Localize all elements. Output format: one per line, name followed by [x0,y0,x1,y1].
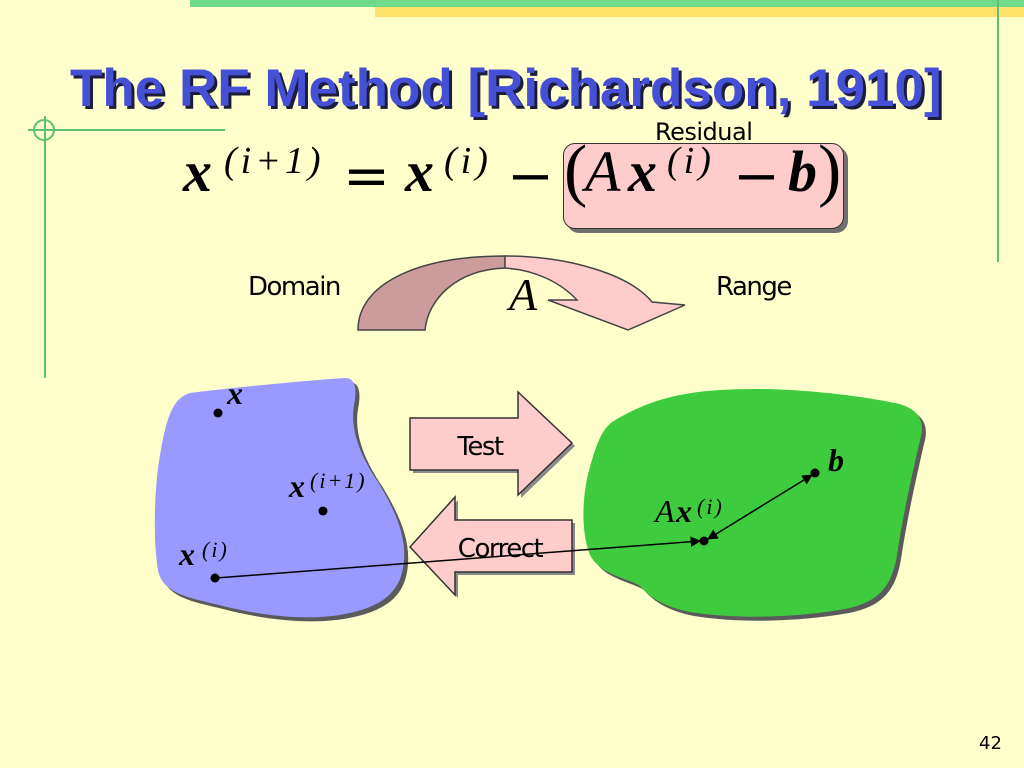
label-x-next-var: x [289,468,305,504]
connector-xi-to-axi [215,536,702,579]
domain-label: Domain [248,272,341,302]
curved-arrow-head [504,255,686,331]
point-x [213,408,223,418]
page-number: 42 [979,733,1002,754]
label-x-next-sup: (i+1) [310,468,367,493]
test-arrow [409,390,574,497]
slide-title: The RF Method [Richardson, 1910] [70,59,942,118]
domain-region [154,378,405,618]
label-x-i-sup: (i) [202,537,229,562]
eq-rhs-var: x [405,139,434,204]
eq-residual-matrix: A [585,139,621,204]
operator-label: A [509,269,538,320]
residual-highlight-box [563,143,844,229]
point-ax-i [699,536,709,546]
range-region [583,388,922,617]
mapping-curved-arrow [357,255,686,331]
range-label: Range [716,272,792,302]
point-x-next [318,506,328,516]
left-crosshair-circle [33,119,55,141]
label-ax-i-var: x [676,493,692,529]
connector-axi-to-b [707,474,813,540]
eq-residual-sup: (i) [667,140,715,182]
label-ax-i-matrix: A [655,493,675,529]
eq-residual-open-paren: ( [564,132,588,209]
eq-residual-minus: − [733,144,780,209]
point-x-i [210,573,220,583]
eq-residual-var: x [628,139,657,204]
label-b: b [828,442,844,478]
eq-lhs-var: x [183,139,212,204]
curved-arrow-tail [357,255,506,331]
header-yellow-bar [375,7,1024,17]
correct-label: Correct [457,534,544,564]
test-label: Test [457,432,504,462]
correct-arrow [408,495,573,597]
label-ax-i-sup: (i) [697,494,724,519]
header-green-bar [190,0,1024,7]
eq-residual-close-paren: ) [818,132,842,209]
eq-lhs-sup: (i+1) [224,140,325,182]
eq-rhs-sup: (i) [444,140,492,182]
eq-equals: = [343,144,390,209]
eq-minus: − [507,144,554,209]
label-x: x [227,375,243,411]
eq-residual-vector: b [788,139,817,204]
point-b [810,468,820,478]
residual-label: Residual [655,118,753,146]
label-x-i-var: x [179,536,195,572]
